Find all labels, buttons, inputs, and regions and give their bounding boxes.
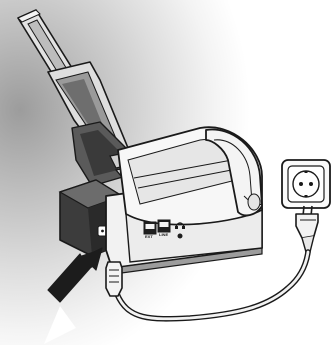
power-cable — [114, 249, 311, 322]
handset — [205, 128, 263, 217]
pointing-arrow-icon — [44, 247, 103, 344]
power-plug-icon — [295, 205, 319, 253]
power-cord-connector — [105, 261, 123, 297]
handset-port-icon — [175, 222, 185, 239]
power-socket-icon — [281, 159, 331, 209]
ext-port-label: EXT — [145, 234, 153, 239]
line-port-label: LINE — [159, 232, 168, 237]
